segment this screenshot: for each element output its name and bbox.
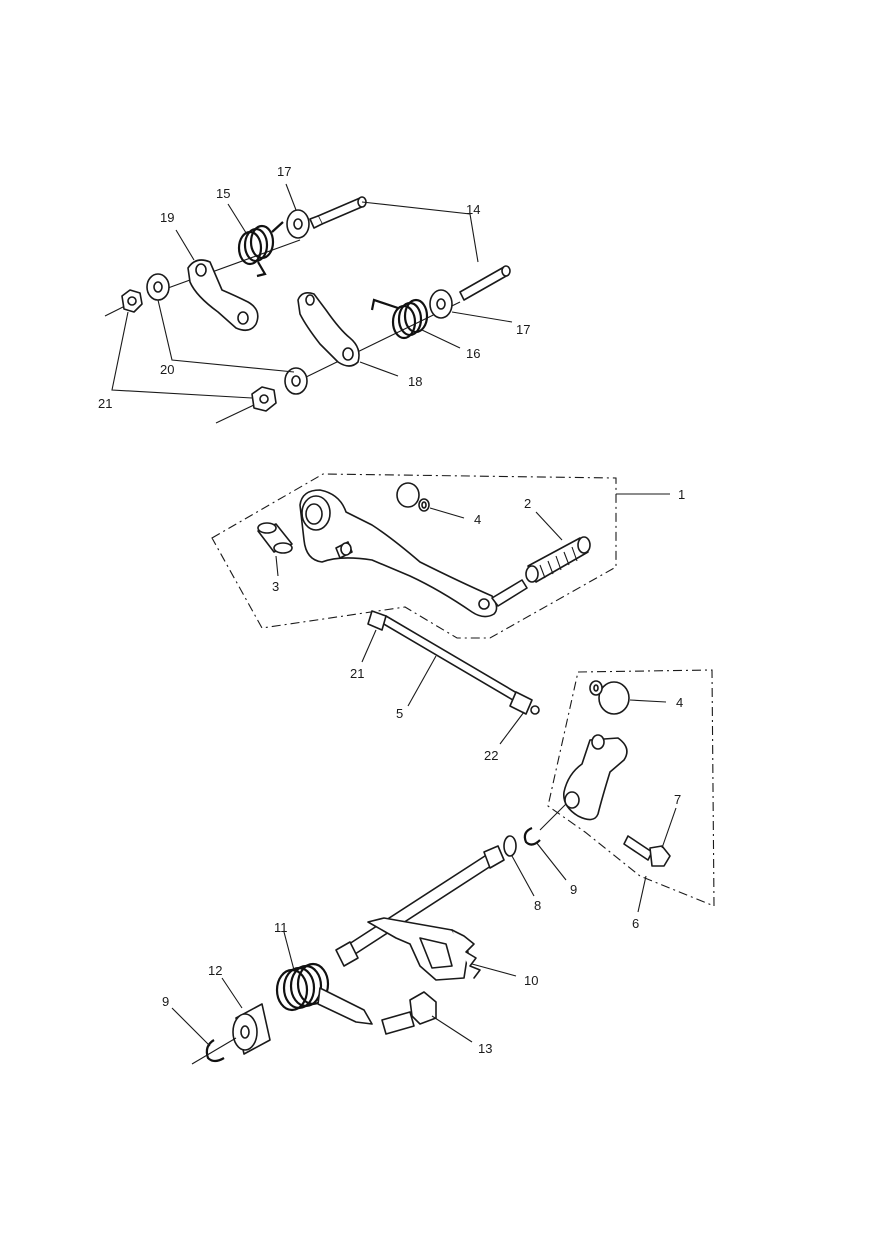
- footpeg-shaft: [491, 579, 528, 607]
- callout-3: 3: [272, 579, 279, 594]
- pin-lower: [459, 265, 511, 301]
- callout-12: 12: [208, 963, 222, 978]
- circlip-left: [205, 1039, 225, 1063]
- link-rod: [367, 610, 540, 715]
- callout-19: 19: [160, 210, 174, 225]
- callout-14: 14: [466, 202, 480, 217]
- callout-9: 9: [570, 882, 577, 897]
- callout-22: 22: [484, 748, 498, 763]
- callout-4: 4: [676, 695, 683, 710]
- shaft-washer: [503, 835, 517, 857]
- callout-2: 2: [524, 496, 531, 511]
- callout-17: 17: [277, 164, 291, 179]
- callout-20: 20: [160, 362, 174, 377]
- pin-upper: [309, 196, 367, 229]
- washer-upper: [286, 209, 310, 239]
- rod-end-lower: [589, 680, 630, 715]
- callout-5: 5: [396, 706, 403, 721]
- lever-arm-lower: [297, 292, 360, 367]
- callout-7: 7: [674, 792, 681, 807]
- callout-21: 21: [98, 396, 112, 411]
- spring-lower: [370, 298, 429, 340]
- washer-left-lower: [284, 367, 308, 395]
- callout-15: 15: [216, 186, 230, 201]
- stopper-bolt: [381, 991, 437, 1035]
- callout-16: 16: [466, 346, 480, 361]
- lever-arm-upper: [187, 259, 259, 332]
- callout-18: 18: [408, 374, 422, 389]
- pivot-bush: [257, 522, 293, 554]
- pedal-assembly: [211, 473, 617, 639]
- callout-11: 11: [274, 920, 288, 935]
- callout-13: 13: [478, 1041, 492, 1056]
- rod-end-upper: [396, 482, 430, 512]
- leader-lines: [111, 183, 677, 1047]
- washer-left-upper: [146, 273, 170, 301]
- shift-fork-plate: [367, 917, 481, 981]
- pedal-lever: [299, 489, 498, 618]
- return-spring: [275, 962, 373, 1025]
- shaft-bush: [232, 1003, 271, 1055]
- callout-17: 17: [516, 322, 530, 337]
- callout-labels: 17 15 19 14 17 16 18 20 21 1 2 4 3 21 5 …: [98, 164, 685, 1056]
- callout-10: 10: [524, 973, 538, 988]
- shaft-end: [335, 941, 359, 967]
- callout-1: 1: [678, 487, 685, 502]
- spring-upper: [237, 221, 284, 278]
- circlip-right: [523, 826, 541, 846]
- nut-lower: [251, 386, 277, 412]
- callout-6: 6: [632, 916, 639, 931]
- callout-9: 9: [162, 994, 169, 1009]
- footpeg-rubber: [525, 536, 591, 583]
- selector-lever: [562, 734, 628, 821]
- washer-lower: [429, 289, 453, 319]
- selector-arm-assembly: [191, 669, 715, 1065]
- clamp-bolt: [623, 835, 671, 867]
- shaft-collar: [483, 845, 505, 869]
- upper-linkage-assembly: [104, 196, 511, 424]
- nut-upper: [121, 289, 143, 313]
- callout-21: 21: [350, 666, 364, 681]
- callout-4: 4: [474, 512, 481, 527]
- callout-8: 8: [534, 898, 541, 913]
